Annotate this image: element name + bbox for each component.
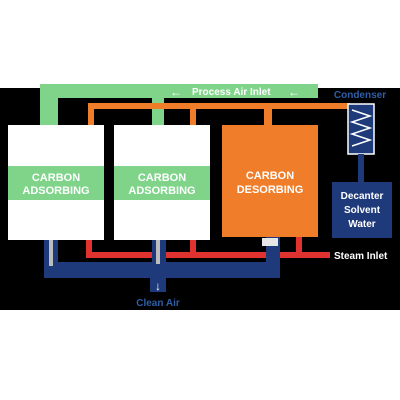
- left-arrow-icon: ←: [288, 85, 300, 99]
- steam-inlet-line: [86, 252, 330, 258]
- vapor-drop-1: [88, 103, 94, 125]
- decanter-tank: [332, 182, 392, 238]
- decanter-label: Decanter: [341, 191, 384, 202]
- decanter-water-label: Water: [348, 219, 376, 230]
- steam-riser-2: [190, 240, 196, 254]
- pipe-connector: [262, 238, 278, 246]
- condenser-to-decanter-pipe: [358, 154, 364, 184]
- vapor-drop-2: [190, 103, 196, 125]
- down-arrow-icon: ↓: [155, 279, 161, 293]
- vessel-desorbing-3: [222, 125, 318, 237]
- vessel-2-label-line2: ADSORBING: [128, 185, 195, 197]
- steam-riser-1: [86, 240, 92, 254]
- clean-air-outlet: [150, 262, 166, 292]
- steam-inlet-label: Steam Inlet: [334, 251, 388, 262]
- vapor-drop-3: [264, 103, 272, 125]
- pipe-connector: [49, 240, 53, 266]
- vessel-adsorbing-2-band: [114, 166, 210, 200]
- pipe-connector: [156, 240, 160, 264]
- process-air-drop-1: [52, 98, 58, 128]
- vessel-adsorbing-1-band: [8, 166, 104, 200]
- process-air-drop-2: [152, 98, 164, 128]
- process-air-inlet-label: Process Air Inlet: [192, 87, 271, 98]
- condenser-coil-icon: [349, 109, 373, 147]
- vapor-header-line: [88, 103, 350, 109]
- clean-air-label: Clean Air: [136, 298, 180, 309]
- vessel-1-label-line2: ADSORBING: [22, 185, 89, 197]
- vessel-3-label-line2: DESORBING: [237, 184, 304, 196]
- process-air-header: [40, 84, 318, 98]
- condenser-label: Condenser: [334, 90, 386, 101]
- vessel-3-label-line1: CARBON: [246, 170, 294, 182]
- condenser-unit: [347, 103, 375, 155]
- vessel-1-label-line1: CARBON: [32, 172, 80, 184]
- process-air-left-riser: [40, 84, 52, 128]
- steam-riser-3: [296, 237, 302, 254]
- vessel-2-label-line1: CARBON: [138, 172, 186, 184]
- left-arrow-icon: ←: [170, 85, 182, 99]
- decanter-solvent-label: Solvent: [344, 205, 381, 216]
